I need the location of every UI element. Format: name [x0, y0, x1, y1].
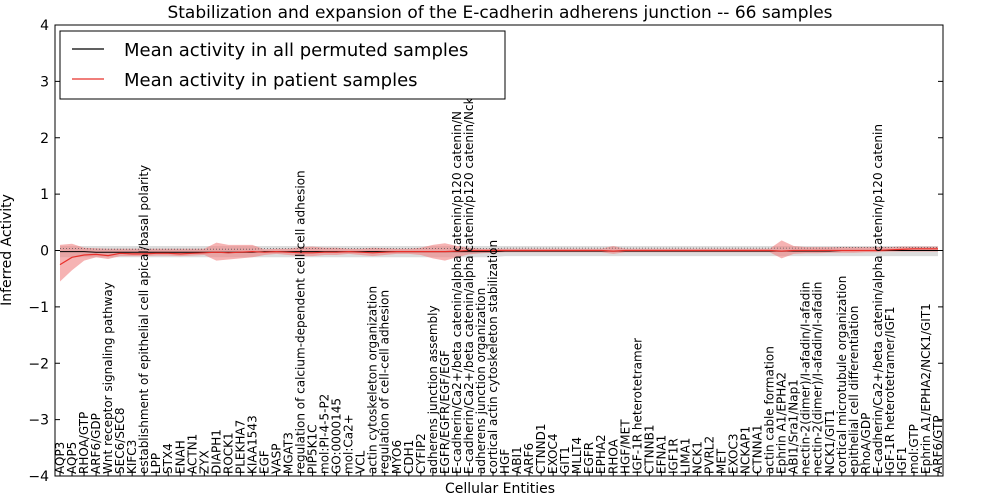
- x-tick-label: CYFIP2: [414, 433, 428, 474]
- x-tick-label: DIAPH1: [209, 429, 223, 474]
- x-tick-label: adherens junction organization: [474, 288, 488, 474]
- x-tick-label: establishment of epithelial cell apical/…: [137, 165, 151, 474]
- x-tick-label: nectin-2(dimer)/I-afadin/I-afadin: [811, 282, 825, 474]
- x-tick-label: mol:Ca2+: [342, 414, 356, 474]
- y-tick-label: 4: [40, 18, 49, 34]
- x-tick-label: PVRL2: [703, 436, 717, 474]
- x-tick-label: NCKAP1: [739, 426, 753, 474]
- x-tick-label: RHOA: [606, 438, 620, 474]
- x-tick-label: PLEKHA7: [233, 420, 247, 474]
- x-tick-label: ENAH: [173, 440, 187, 474]
- x-tick-label: E-cadherin/Ca2+/beta catenin/alpha caten…: [462, 97, 476, 474]
- x-tick-label: EGFR/EGFR/EGF/EGF: [438, 350, 452, 474]
- x-tick-label: epithelial cell differentiation: [847, 306, 861, 474]
- x-tick-label: EFNA1: [654, 435, 668, 474]
- x-tick-label: ARF6/GTP: [931, 415, 945, 474]
- x-tick-label: STX4: [161, 443, 175, 474]
- y-tick-label: −1: [28, 300, 49, 316]
- x-tick-label: actin cytoskeleton organization: [366, 286, 380, 474]
- x-tick-label: SEC6/SEC8: [113, 408, 127, 474]
- x-tick-label: IGF-1R heterotetramer: [630, 338, 644, 474]
- legend-box: [59, 30, 506, 100]
- x-tick-label: LIMA1: [678, 438, 692, 474]
- x-tick-label: AQP5: [65, 442, 79, 474]
- x-tick-label: cortical microtubule organization: [835, 276, 849, 474]
- y-tick-label: −4: [28, 469, 49, 485]
- x-tick-label: EXOC3: [727, 434, 741, 475]
- x-tick-label: KIAA1543: [245, 415, 259, 474]
- x-tick-label: mol:GTP: [907, 424, 921, 474]
- x-tick-label: IGF1R: [666, 438, 680, 474]
- x-tick-label: regulation of calcium-dependent cell-cel…: [294, 170, 308, 474]
- y-axis-label: Inferred Activity: [0, 194, 15, 306]
- x-tick-label: RHOA/GTP: [77, 412, 91, 474]
- x-tick-label: ABI1: [510, 446, 524, 474]
- x-tick-label: NCK1/GIT1: [823, 409, 837, 474]
- x-tick-label: Ephrin A1/EPHA2: [775, 372, 789, 474]
- x-tick-label: VASP: [270, 443, 284, 474]
- legend: Mean activity in all permuted samples Me…: [59, 30, 506, 100]
- x-axis-label: Cellular Entities: [445, 481, 555, 497]
- x-tick-label: GO:0000145: [330, 398, 344, 474]
- x-tick-label: IGF-1R heterotetramer/IGF1: [883, 307, 897, 474]
- x-tick-label: CDH1: [402, 440, 416, 474]
- x-tick-label: CTNNA1: [751, 424, 765, 474]
- y-tick-label: −2: [28, 356, 49, 372]
- x-tick-label: ROCK1: [221, 432, 235, 474]
- x-tick-label: LPP: [149, 453, 163, 474]
- x-tick-label: KIFC3: [125, 440, 139, 474]
- x-tick-label: PIP5K1C: [306, 424, 320, 474]
- x-tick-label: RhoA/GDP: [859, 413, 873, 474]
- legend-label-permuted: Mean activity in all permuted samples: [124, 40, 468, 61]
- y-tick-label: 0: [40, 244, 49, 260]
- x-tick-label: VCL: [354, 450, 368, 474]
- x-tick-label: ARF6/GDP: [89, 413, 103, 474]
- x-tick-label: ZYX: [197, 450, 211, 474]
- x-tick-label: Wnt receptor signaling pathway: [101, 282, 115, 474]
- x-tick-label: HGF/MET: [618, 419, 632, 474]
- x-tick-label: EGF: [258, 450, 272, 474]
- x-tick-label: regulation of cell-cell adhesion: [378, 290, 392, 474]
- x-tick-label: CTNND1: [534, 423, 548, 474]
- y-tick-label: 3: [40, 74, 49, 90]
- chart-title: Stabilization and expansion of the E-cad…: [167, 3, 832, 23]
- x-tick-label: AQP3: [53, 442, 67, 474]
- x-tick-label: E-cadherin/Ca2+/beta catenin/alpha caten…: [450, 111, 464, 474]
- x-tick-label: ARF6: [522, 443, 536, 474]
- y-tick-label: 1: [40, 187, 49, 203]
- x-tick-label: NCK1: [691, 441, 705, 474]
- x-tick-label: actin cable formation: [763, 346, 777, 474]
- x-tick-label: IGF1: [895, 447, 909, 474]
- x-tick-label: E-cadherin/Ca2+/beta catenin/alpha caten…: [871, 124, 885, 474]
- plot-frame: [54, 24, 944, 477]
- x-tick-label: CTNNB1: [642, 424, 656, 474]
- x-tick-label: EGFR: [582, 442, 596, 474]
- y-tick-label: 2: [40, 131, 49, 147]
- x-tick-label: nectin-2(dimer)/I-afadin/I-afadin: [799, 282, 813, 474]
- x-tick-label: Ephrin A1/EPHA2/NCK1/GIT1: [919, 303, 933, 474]
- x-tick-label: MYO6: [390, 440, 404, 474]
- series-line-patient: [59, 248, 938, 266]
- x-tick-label: GIT1: [558, 446, 572, 474]
- x-tick-label: MET: [715, 448, 729, 474]
- x-tick-label: EPHA2: [594, 434, 608, 474]
- x-tick-label: mol:PI-4-5-P2: [318, 394, 332, 474]
- x-tick-label: ACTN1: [185, 434, 199, 474]
- legend-label-patient: Mean activity in patient samples: [124, 70, 418, 91]
- x-tick-label: adherens junction assembly: [426, 305, 440, 474]
- x-tick-label: EXOC4: [546, 434, 560, 475]
- x-tick-label: MGAT3: [282, 432, 296, 474]
- x-tick-label: MLLT4: [570, 437, 584, 474]
- x-tick-label: cortical actin cytoskeleton stabilizatio…: [486, 240, 500, 474]
- x-tick-label: ABI1/Sra1/Nap1: [787, 379, 801, 474]
- y-tick-label: −3: [28, 413, 49, 429]
- x-tick-label: HGF: [498, 449, 512, 474]
